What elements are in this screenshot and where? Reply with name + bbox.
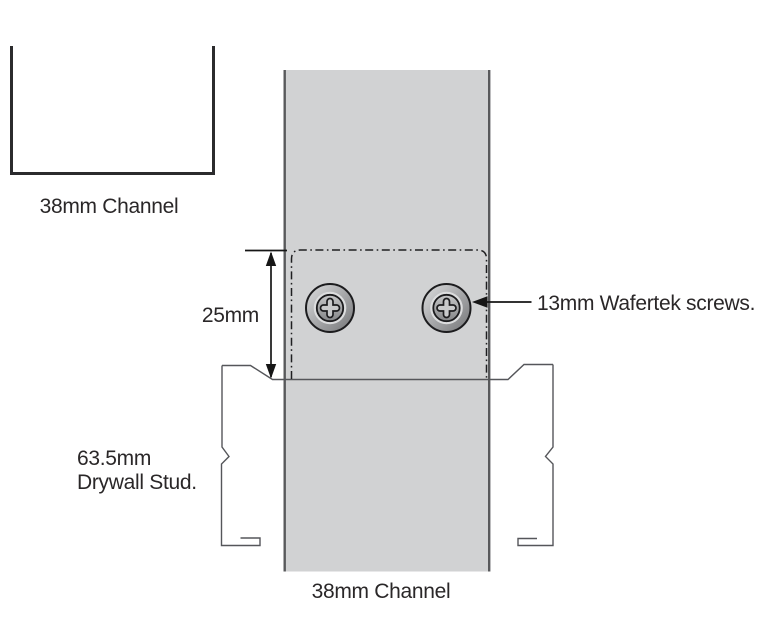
wafertek-screw-left-icon xyxy=(305,283,355,333)
label-stud-line1: 63.5mm xyxy=(77,447,151,470)
fixing-zone-outline xyxy=(290,249,488,379)
callout-arrowhead-left xyxy=(472,296,488,308)
screw-callout-arrow xyxy=(472,296,532,308)
label-dimension-25mm: 25mm xyxy=(202,304,259,327)
label-screw-callout: 13mm Wafertek screws. xyxy=(537,292,755,315)
stud-profile xyxy=(220,363,554,547)
channel-profile-icon xyxy=(10,46,215,175)
label-bottom-channel: 38mm Channel xyxy=(312,580,451,603)
phillips-recess-icon xyxy=(436,297,457,319)
dimension-arrowhead-up xyxy=(265,251,277,266)
dimension-arrowhead-down xyxy=(265,364,277,379)
dimension-25mm xyxy=(245,249,287,379)
wafertek-screw-right-icon xyxy=(421,283,472,333)
label-top-channel: 38mm Channel xyxy=(40,195,179,218)
phillips-recess-icon xyxy=(319,297,341,319)
label-stud-line2: Drywall Stud. xyxy=(77,471,197,494)
